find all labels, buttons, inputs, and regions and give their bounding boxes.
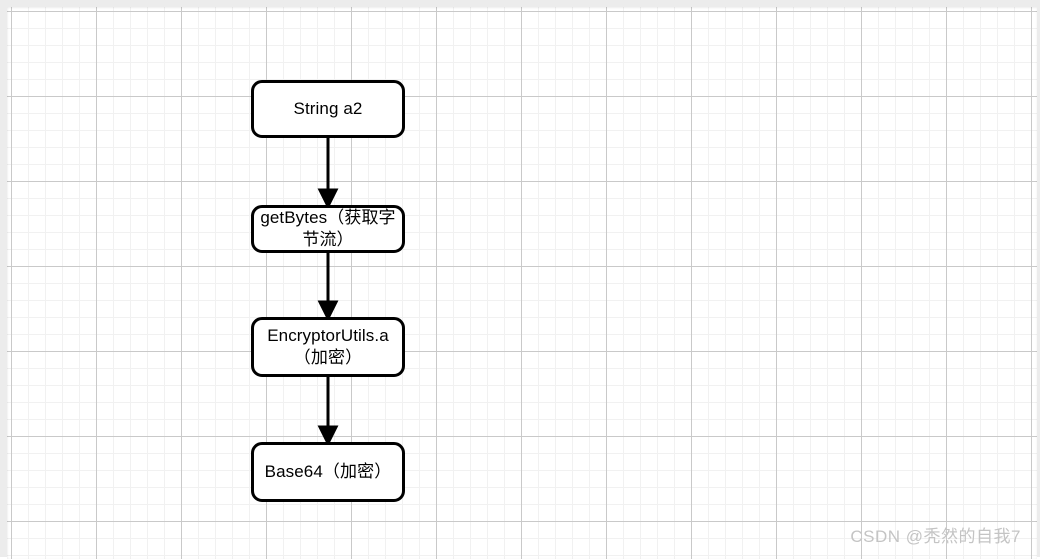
flow-node-label: Base64（加密） — [264, 462, 392, 482]
diagram-canvas[interactable]: String a2 getBytes（获取字节流） EncryptorUtils… — [7, 7, 1037, 559]
flow-node-string-a2[interactable]: String a2 — [251, 80, 405, 138]
flow-node-getbytes[interactable]: getBytes（获取字节流） — [251, 205, 405, 253]
flow-node-label: String a2 — [293, 99, 363, 119]
flowchart-edges — [317, 138, 339, 447]
flowchart: String a2 getBytes（获取字节流） EncryptorUtils… — [7, 7, 1037, 559]
flow-node-label: EncryptorUtils.a （加密） — [267, 326, 389, 367]
flow-node-encryptorutils[interactable]: EncryptorUtils.a （加密） — [251, 317, 405, 377]
flow-node-base64[interactable]: Base64（加密） — [251, 442, 405, 502]
flow-node-label: getBytes（获取字节流） — [260, 208, 396, 249]
watermark-text: CSDN @秃然的自我7 — [850, 527, 1021, 546]
